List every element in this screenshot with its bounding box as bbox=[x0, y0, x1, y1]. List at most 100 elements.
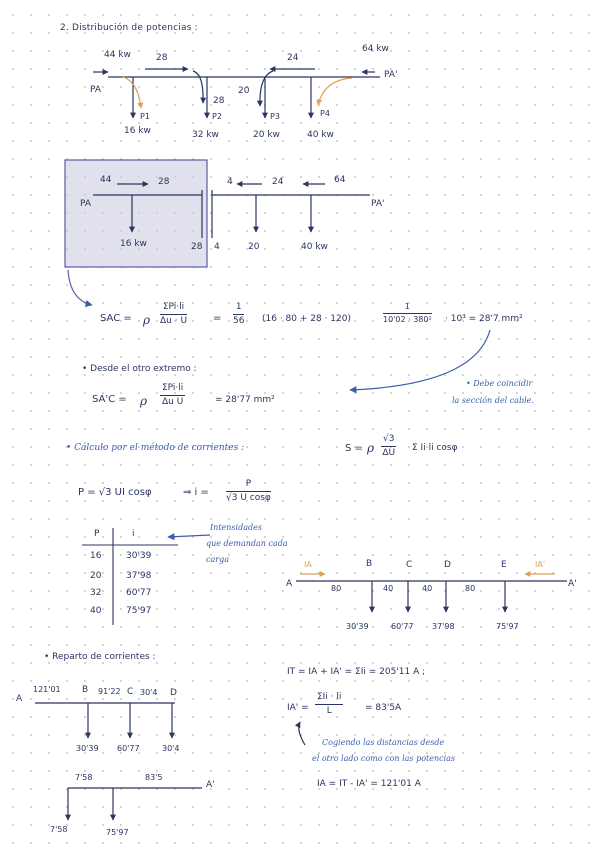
d2-right-node: PA' bbox=[371, 199, 385, 209]
eq1-mid: (16 · 80 + 28 · 120) bbox=[262, 314, 351, 324]
diagram5-lines bbox=[65, 787, 202, 821]
d1-load2: 32 kw bbox=[192, 130, 219, 140]
currents-fraction: ΣIi · li L bbox=[315, 693, 344, 716]
d4-C: C bbox=[127, 687, 134, 697]
bullet2-num: √3 bbox=[381, 435, 397, 447]
d1-left-node: PA bbox=[90, 85, 102, 95]
bullet2-text: • Cálculo por el método de corrientes : bbox=[66, 443, 245, 453]
d4-B: B bbox=[82, 685, 89, 695]
d3-IA: IA bbox=[304, 560, 312, 569]
d2-load-20: 20 bbox=[248, 242, 260, 252]
diagram1-lines bbox=[93, 66, 380, 119]
currents-note2: el otro lado como con las potencias bbox=[312, 754, 456, 763]
eq1-rho: ρ bbox=[143, 313, 151, 327]
d1-right-node: PA' bbox=[384, 70, 398, 80]
table-header-i: i bbox=[132, 529, 135, 539]
table-row-2-p: 32 bbox=[90, 588, 102, 598]
d4-v2: 91'22 bbox=[98, 687, 121, 696]
bullet2-fraction: √3 ΔU bbox=[381, 435, 397, 458]
currents-den: L bbox=[326, 706, 332, 716]
d2-left-node: PA bbox=[80, 199, 92, 209]
d5-v2: 83'5 bbox=[145, 773, 163, 782]
note1-den: Δu U bbox=[161, 397, 184, 407]
link-arrow-box bbox=[67, 269, 93, 308]
d5-d2: 75'97 bbox=[106, 828, 129, 837]
d1-load1: 16 kw bbox=[124, 126, 151, 136]
bullet2-rho: ρ bbox=[367, 441, 375, 455]
table-row-0-p: 16 bbox=[90, 551, 102, 561]
note1-side2: la sección del cable. bbox=[452, 396, 534, 405]
d1-left-power: 44 kw bbox=[104, 50, 131, 60]
bullet2-lhs: S = bbox=[345, 443, 363, 454]
table-note2: que demandan cada bbox=[206, 539, 288, 548]
d4-v3: 30'4 bbox=[140, 688, 158, 697]
eq1-fraction2: 1 56 bbox=[233, 303, 245, 326]
d2-right-value2: 24 bbox=[272, 177, 284, 187]
d3-dist4: 80 bbox=[465, 584, 476, 593]
d4-d2: 60'77 bbox=[117, 744, 140, 753]
currents-line2-lhs: IA' = bbox=[287, 703, 309, 713]
eq1-lhs: SAC = bbox=[100, 313, 132, 324]
currents-line2-rhs: = 83'5A bbox=[365, 703, 402, 713]
d5-Ap: A' bbox=[206, 780, 215, 790]
power-den: √3 U cosφ bbox=[226, 493, 271, 503]
eq1-den3: 10'02 · 380² bbox=[383, 315, 432, 324]
note1-bullet: • Desde el otro extremo : bbox=[82, 364, 197, 374]
link-arrow-eq bbox=[349, 329, 491, 394]
d1-load3: 20 kw bbox=[253, 130, 280, 140]
currents-line1: IT = IA + IA' = ΣIi = 205'11 A ; bbox=[287, 667, 426, 677]
note1-lhs: SA'C = bbox=[92, 394, 127, 405]
d2-left-value: 44 bbox=[100, 175, 112, 185]
d1-seg1: 28 bbox=[156, 53, 168, 63]
table-row-1-i: 37'98 bbox=[126, 571, 152, 581]
power-lhs: P = √3 UI cosφ bbox=[78, 487, 152, 498]
table-header-p: P bbox=[94, 529, 100, 539]
bullet3: • Reparto de corrientes : bbox=[44, 652, 156, 662]
highlight-box bbox=[64, 159, 208, 268]
note1-num: ΣPi·li bbox=[160, 384, 186, 396]
note1-side1: • Debe coincidir bbox=[466, 379, 533, 388]
diagram4-lines bbox=[35, 702, 175, 739]
d2-load-28: 28 bbox=[191, 242, 203, 252]
d3-dist1: 80 bbox=[331, 584, 342, 593]
section-heading: 2. Distribución de potencias : bbox=[60, 23, 198, 33]
d1-seg2: 24 bbox=[287, 53, 299, 63]
d3-i3: 37'98 bbox=[432, 622, 455, 631]
d1-load4: 40 kw bbox=[307, 130, 334, 140]
cogiendo-arrow bbox=[294, 721, 306, 746]
d4-D: D bbox=[170, 688, 177, 698]
d3-IAp: IA' bbox=[535, 560, 546, 569]
d1-right-power: 64 kw bbox=[362, 44, 389, 54]
note1-result: = 28'77 mm² bbox=[215, 395, 275, 405]
d1-p2: P2 bbox=[212, 112, 222, 121]
d1-p3: P3 bbox=[270, 112, 280, 121]
d3-E: E bbox=[501, 560, 507, 570]
d2-load-40: 40 kw bbox=[301, 242, 328, 252]
eq1-den: Δu · U bbox=[160, 316, 188, 326]
d4-d1: 30'39 bbox=[76, 744, 99, 753]
eq1-fraction: ΣPi·li Δu · U bbox=[160, 303, 188, 326]
eq1-den2: 56 bbox=[233, 316, 245, 326]
d3-i1: 30'39 bbox=[346, 622, 369, 631]
table-note3: carga bbox=[206, 555, 229, 564]
d5-d1: 7'58 bbox=[50, 825, 68, 834]
d3-C: C bbox=[406, 560, 413, 570]
eq1-equals: = bbox=[213, 313, 222, 324]
table-row-3-p: 40 bbox=[90, 606, 102, 616]
eq1-tail: · 10³ = 28'7 mm² bbox=[445, 314, 523, 324]
table-note-arrow bbox=[167, 533, 211, 541]
table-row-3-i: 75'97 bbox=[126, 606, 152, 616]
power-fraction: P √3 U cosφ bbox=[226, 480, 271, 503]
diagram1-orange bbox=[122, 76, 353, 109]
note1-rho: ρ bbox=[140, 394, 148, 408]
power-num: P bbox=[226, 480, 271, 492]
diagram3-lines bbox=[296, 571, 567, 613]
eq1-fraction3: 1 10'02 · 380² bbox=[383, 303, 432, 324]
d1-drop-28: 28 bbox=[213, 96, 225, 106]
d2-right-value3: 64 bbox=[334, 175, 346, 185]
d3-A: A bbox=[286, 579, 293, 589]
d2-load-4: 4 bbox=[214, 242, 220, 252]
d3-i4: 75'97 bbox=[496, 622, 519, 631]
d2-left-value2: 28 bbox=[158, 177, 170, 187]
